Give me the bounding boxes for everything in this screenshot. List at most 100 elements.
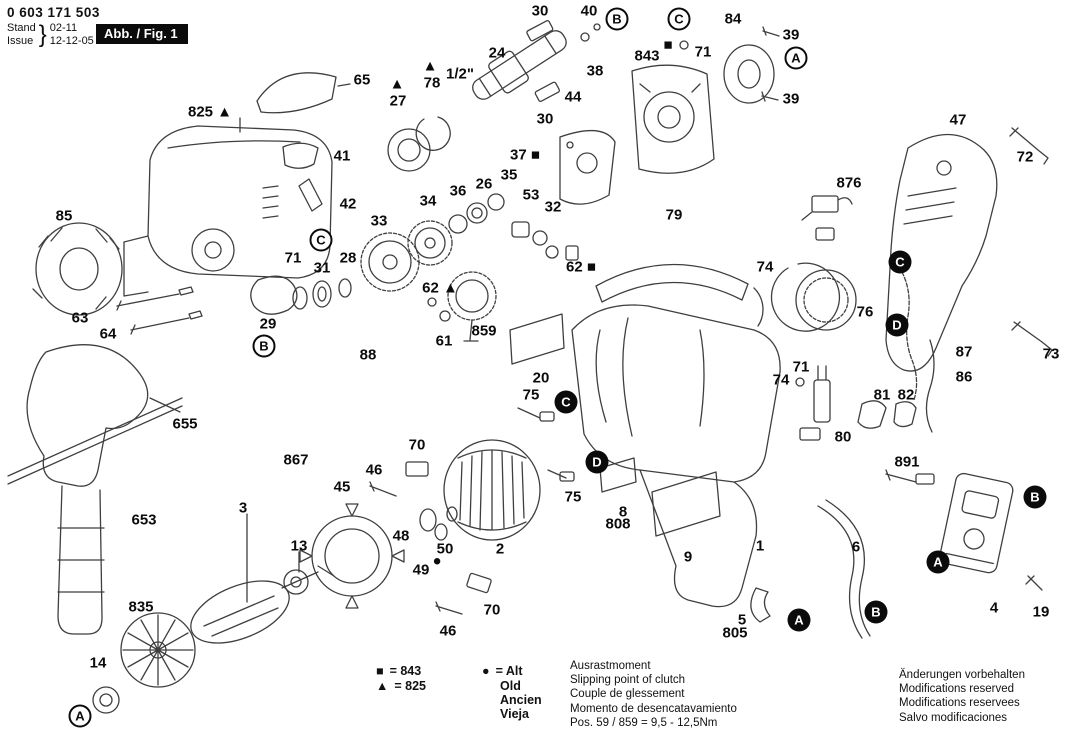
callout-B: B xyxy=(252,334,276,358)
legend-old: Old xyxy=(500,679,521,693)
part-label-45: 45 xyxy=(333,478,351,496)
part-label-82: 82 xyxy=(897,386,915,404)
part-label-50: 50 xyxy=(436,540,454,558)
part-label-71: 71 xyxy=(694,43,712,61)
modifications-line-de: Änderungen vorbehalten xyxy=(899,669,1025,681)
part-label-53: 53 xyxy=(522,186,540,204)
modifications-line-es: Salvo modificaciones xyxy=(899,711,1008,724)
part-label-75: 75 xyxy=(564,488,582,506)
part-label-24: 24 xyxy=(488,44,506,62)
part-label-44: 44 xyxy=(564,88,582,106)
clutch-note-torque: Pos. 59 / 859 = 9,5 - 12,5Nm xyxy=(570,716,718,729)
part-label-876: 876 xyxy=(836,174,862,192)
part-label-75: 75 xyxy=(522,386,540,404)
part-label-655: 655 xyxy=(172,415,198,433)
stand-label: Stand xyxy=(7,22,36,34)
part-label-653: 653 xyxy=(131,511,157,529)
callout-B: B xyxy=(1023,485,1047,509)
callout-C: C xyxy=(667,7,691,31)
part-label-1/2": 1/2" xyxy=(446,65,474,83)
part-label-62 ▲: 62 ▲ xyxy=(422,279,458,297)
part-label-40: 40 xyxy=(580,2,598,20)
part-label-80: 80 xyxy=(834,428,852,446)
legend-vieja: Vieja xyxy=(500,707,529,721)
part-label-46: 46 xyxy=(365,461,383,479)
part-label-●: ● xyxy=(432,552,442,570)
part-label-19: 19 xyxy=(1032,603,1050,621)
issue-value: 12-12-05 xyxy=(49,35,94,47)
part-label-37 ■: 37 ■ xyxy=(510,146,540,164)
part-label-805: 805 xyxy=(722,624,748,642)
callout-D: D xyxy=(885,313,909,337)
fig-badge: Abb. / Fig. 1 xyxy=(96,24,188,44)
part-label-3: 3 xyxy=(238,499,248,517)
callout-C: C xyxy=(309,228,333,252)
part-label-81: 81 xyxy=(873,386,891,404)
part-label-41: 41 xyxy=(333,147,351,165)
callout-B: B xyxy=(605,7,629,31)
legend: ■ = 843 ▲ = 825 ● = Alt Old Ancien Vieja xyxy=(376,664,542,721)
part-label-▲: ▲ xyxy=(422,57,438,75)
modifications-note: Änderungen vorbehalten Modifications res… xyxy=(899,668,1025,725)
brace: } xyxy=(38,21,47,48)
part-label-891: 891 xyxy=(894,453,920,471)
stand-value: 02-11 xyxy=(49,22,78,34)
clutch-note-line-es: Momento de desencatavamiento xyxy=(570,702,737,715)
part-label-2: 2 xyxy=(495,540,505,558)
part-number: 0 603 171 503 xyxy=(7,5,100,20)
part-label-■: ■ xyxy=(663,36,673,54)
clutch-note-line-en: Slipping point of clutch xyxy=(570,674,686,687)
part-label-39: 39 xyxy=(782,90,800,108)
part-label-8: 8 xyxy=(618,503,628,521)
part-label-808: 808 xyxy=(605,515,631,533)
issue-label: Issue xyxy=(7,35,34,47)
part-label-42: 42 xyxy=(339,195,357,213)
legend-markers: ■ = 843 ▲ = 825 xyxy=(376,664,426,721)
callout-A: A xyxy=(926,550,950,574)
callout-C: C xyxy=(554,390,578,414)
part-label-39: 39 xyxy=(782,26,800,44)
triangle-marker-icon: ▲ xyxy=(376,679,389,693)
square-marker-icon: ■ xyxy=(376,664,384,678)
part-label-74: 74 xyxy=(772,371,790,389)
part-label-4: 4 xyxy=(989,599,999,617)
part-label-61: 61 xyxy=(435,332,453,350)
part-label-65: 65 xyxy=(353,71,371,89)
part-label-62 ■: 62 ■ xyxy=(566,258,596,276)
part-label-34: 34 xyxy=(419,192,437,210)
part-label-867: 867 xyxy=(283,451,309,469)
part-label-30: 30 xyxy=(536,110,554,128)
part-label-20: 20 xyxy=(532,369,550,387)
part-label-38: 38 xyxy=(586,62,604,80)
part-label-13: 13 xyxy=(290,537,308,555)
part-label-72: 72 xyxy=(1016,148,1034,166)
part-label-74: 74 xyxy=(756,258,774,276)
callout-A: A xyxy=(68,704,92,728)
dot-marker-icon: ● xyxy=(482,664,490,678)
part-label-71: 71 xyxy=(792,358,810,376)
part-label-33: 33 xyxy=(370,212,388,230)
part-label-859: 859 xyxy=(471,322,497,340)
part-label-71: 71 xyxy=(284,249,302,267)
part-label-36: 36 xyxy=(449,182,467,200)
part-label-9: 9 xyxy=(683,548,693,566)
part-label-32: 32 xyxy=(544,198,562,216)
callout-D: D xyxy=(585,450,609,474)
part-label-30: 30 xyxy=(531,2,549,20)
modifications-line-fr: Modifications reservees xyxy=(899,697,1020,710)
legend-dot-text: = Alt xyxy=(495,664,523,678)
part-label-31: 31 xyxy=(313,259,331,277)
part-label-48: 48 xyxy=(392,527,410,545)
part-label-825 ▲: 825 ▲ xyxy=(187,103,233,121)
stand-issue-block: Stand Issue } 02-11 12-12-05 xyxy=(7,22,100,48)
part-label-28: 28 xyxy=(339,249,357,267)
part-label-78: 78 xyxy=(423,74,441,92)
legend-triangle-text: = 825 xyxy=(394,679,427,693)
callout-A: A xyxy=(784,46,808,70)
part-label-63: 63 xyxy=(71,309,89,327)
part-label-86: 86 xyxy=(955,368,973,386)
part-label-64: 64 xyxy=(99,325,117,343)
part-label-843: 843 xyxy=(634,47,660,65)
